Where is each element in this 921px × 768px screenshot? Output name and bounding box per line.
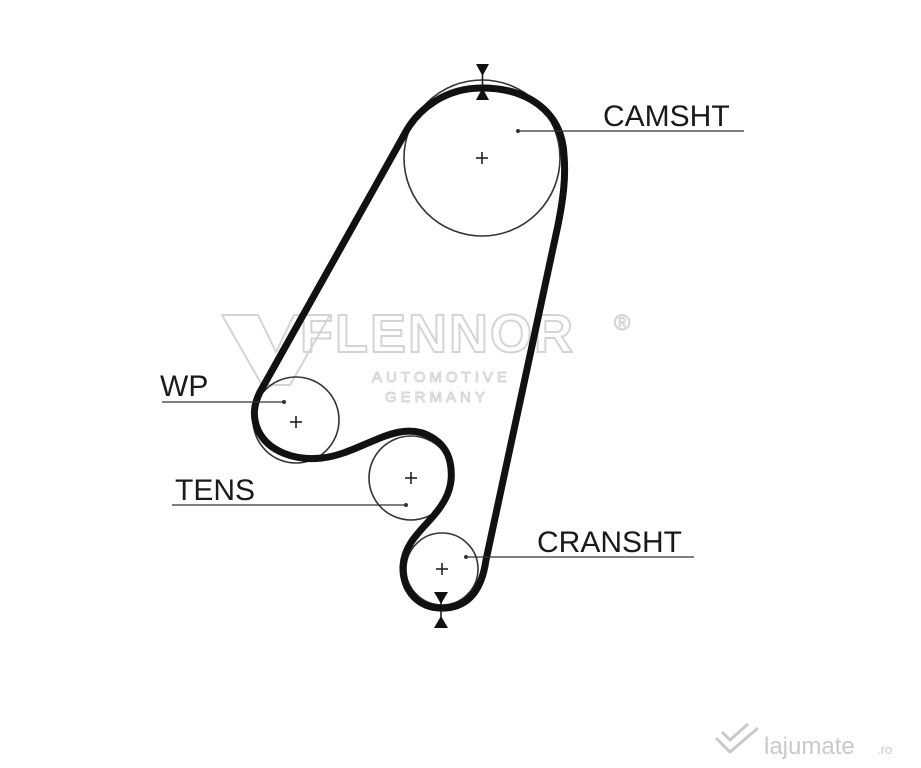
pulley-centers bbox=[290, 152, 488, 575]
watermark-line2: GERMANY bbox=[385, 389, 489, 406]
top-timing-mark-icon bbox=[476, 64, 489, 100]
water-pump-center-icon bbox=[290, 416, 302, 428]
site-watermark: lajumate .ro bbox=[714, 722, 892, 760]
watermark-line1: AUTOMOTIVE bbox=[372, 369, 511, 386]
site-name: lajumate bbox=[764, 733, 855, 760]
water-pump-label: WP bbox=[160, 370, 208, 403]
camshaft-label: CAMSHT bbox=[603, 100, 730, 133]
crankshaft-label: CRANSHT bbox=[537, 526, 682, 559]
timing-belt bbox=[250, 84, 569, 612]
crankshaft-center-icon bbox=[436, 563, 448, 575]
leader-lines bbox=[162, 129, 744, 559]
tensioner-label: TENS bbox=[175, 474, 255, 507]
site-tld: .ro bbox=[877, 742, 892, 757]
tensioner-center-icon bbox=[405, 472, 417, 484]
watermark-registered: ® bbox=[614, 310, 634, 335]
site-logo-icon bbox=[714, 722, 759, 754]
bottom-timing-mark-icon bbox=[434, 592, 448, 628]
camshaft-center-icon bbox=[476, 152, 488, 164]
